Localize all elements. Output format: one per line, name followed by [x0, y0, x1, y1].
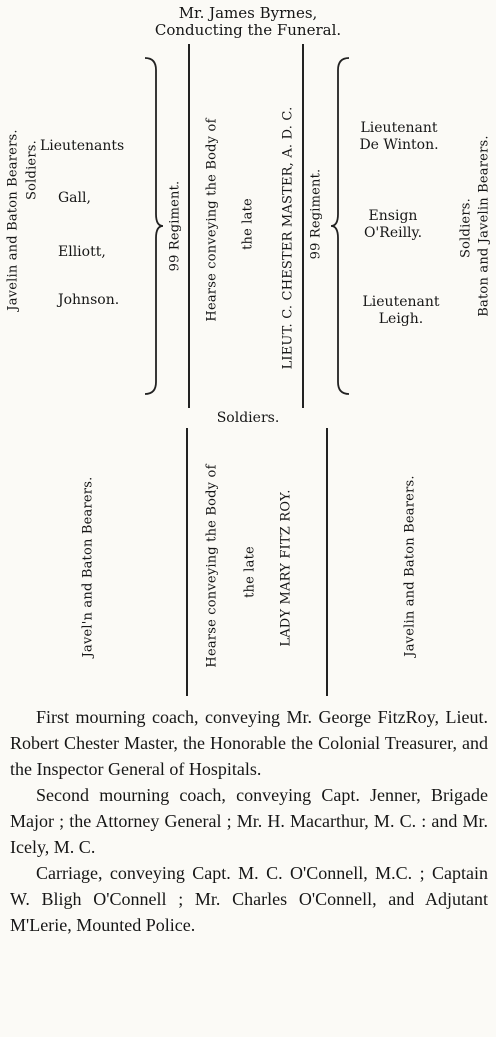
narrative: First mourning coach, conveying Mr. Geor… [10, 704, 488, 938]
right-bearers-label: Baton and Javelin Bearers. [476, 135, 492, 317]
left-soldiers-label: Soldiers. [24, 140, 40, 200]
right-brace [330, 57, 350, 395]
right-soldiers-label: Soldiers. [458, 198, 474, 258]
left-officer-name: Johnson. [58, 292, 120, 308]
divider-line [186, 428, 188, 696]
right-officer: Lieutenant Leigh. [362, 294, 440, 327]
left-regiment-label: 99 Regiment. [167, 180, 183, 272]
hearse-line-3: LIEUT. C. CHESTER MASTER, A. D. C. [280, 106, 296, 370]
right-regiment-label: 99 Regiment. [308, 168, 324, 260]
left-brace [144, 57, 164, 395]
hearse-line-1: Hearse conveying the Body of [204, 118, 220, 322]
soldiers-label: Soldiers. [216, 410, 280, 426]
heading-line-1: Mr. James Byrnes, [178, 4, 318, 22]
divider-line [326, 428, 328, 696]
narrative-paragraph: Carriage, conveying Capt. M. C. O'Connel… [10, 863, 488, 935]
hearse-line-1: Hearse conveying the Body of [204, 464, 220, 668]
hearse-line-2: the late [242, 546, 258, 598]
right-officer: Ensign O'Reilly. [363, 208, 423, 241]
divider-line [302, 44, 304, 408]
left-bearers-label: Javel'n and Baton Bearers. [80, 476, 96, 658]
hearse-line-2: the late [240, 198, 256, 250]
left-officer-name: Gall, [58, 190, 91, 206]
narrative-paragraph: Second mourning coach, conveying Capt. J… [10, 785, 488, 857]
divider-line [188, 44, 190, 408]
hearse-line-3: LADY MARY FITZ ROY. [278, 489, 294, 647]
narrative-paragraph: First mourning coach, conveying Mr. Geor… [10, 707, 488, 779]
left-bearers-label: Javelin and Baton Bearers. [5, 129, 21, 311]
right-officer: Lieutenant De Winton. [359, 120, 439, 153]
right-bearers-label: Javelin and Baton Bearers. [402, 475, 418, 657]
heading-line-2: Conducting the Funeral. [154, 21, 342, 39]
left-officer-name: Elliott, [58, 244, 106, 260]
left-officers-label: Lieutenants [40, 138, 125, 154]
